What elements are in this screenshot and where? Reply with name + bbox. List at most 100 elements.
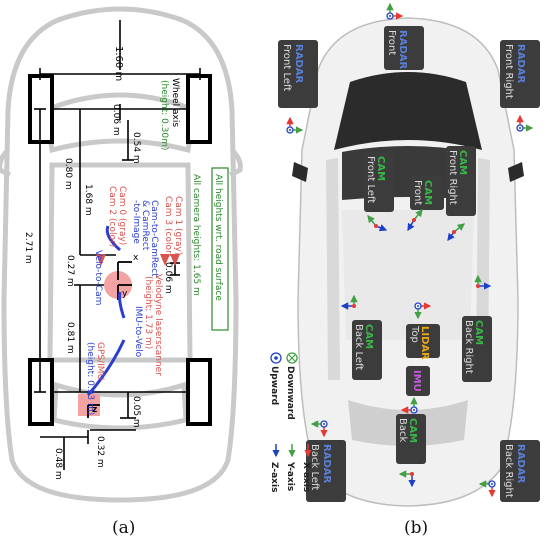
axis-y-label: y — [122, 289, 128, 299]
cam-heights-label: All camera heights: 1.65 m — [191, 174, 201, 296]
frame-cam-back-left — [340, 294, 358, 310]
cam1-label: Cam 1 (gray) — [173, 196, 183, 255]
radar-back-left-sub: Back Left — [309, 444, 320, 490]
panel-b-diagram: RADAR Front RADAR Front Left RADAR Front… — [269, 2, 540, 507]
frame-lidar-top — [414, 302, 432, 320]
gps-imu-label: GPS/IMU — [95, 342, 105, 380]
wheel-front-right — [186, 74, 212, 144]
radar-back-right-sub: Back Right — [503, 444, 514, 498]
legend-upward: Upward — [269, 352, 282, 405]
frame-radar-front-right — [516, 114, 534, 132]
frame-cam-back-right — [474, 274, 492, 290]
legend-y-axis: Y-axis — [285, 444, 296, 491]
dim-0-06: 0.06 m — [111, 104, 121, 136]
sensor-cam-front-right: CAM Front Right — [446, 146, 476, 216]
sensor-radar-front: RADAR Front — [384, 26, 424, 70]
legend-x-axis: X-axis — [301, 444, 312, 492]
cam-front-right-sub: Front Right — [447, 150, 458, 205]
velodyne-label: Velodyne laserscanner — [153, 274, 163, 376]
cam-to-camrect-label: Cam-to-CamRect — [149, 200, 159, 277]
sensor-radar-front-right: RADAR Front Right — [500, 40, 540, 108]
sensor-radar-front-left: RADAR Front Left — [278, 40, 318, 108]
dim-0-80: 0.80 m — [63, 158, 73, 190]
panel-a-diagram: 1.60 m Wheel axis (height: 0.30m) 0.06 m… — [0, 6, 243, 503]
imu-to-velo-label: IMU-to-Velo — [133, 306, 143, 358]
imu-title: IMU — [411, 370, 422, 392]
legend-downward-label: Downward — [285, 366, 295, 420]
cam-front-left-sub: Front Left — [365, 156, 376, 203]
heights-box: All heights wrt. road surface — [211, 167, 229, 331]
frame-cam-back — [398, 470, 416, 488]
axis-z-label: z — [92, 405, 97, 415]
sensor-radar-back-left: RADAR Back Left — [306, 440, 346, 502]
sensor-radar-back-right: RADAR Back Right — [500, 440, 540, 502]
gps-imu-height-label: (height: 0.93 m) — [85, 342, 95, 415]
axis-x-label: x — [133, 253, 139, 263]
legend-downward: Downward — [285, 352, 298, 420]
radar-front-right-title: RADAR — [515, 44, 526, 83]
radar-front-left-sub: Front Left — [281, 44, 292, 91]
legend-z-axis-label: Z-axis — [269, 462, 279, 492]
sensor-cam-front: CAM Front — [410, 176, 444, 210]
radar-front-title: RADAR — [397, 30, 408, 69]
radar-back-right-title: RADAR — [515, 444, 526, 483]
dim-0-06b: 0.06 m — [163, 262, 173, 294]
sensor-cam-back-left: CAM Back Left — [352, 320, 382, 380]
dim-0-27: 0.27 m — [65, 255, 75, 287]
cam-front-sub: Front — [412, 180, 423, 205]
frame-radar-front — [386, 2, 404, 20]
cam-marker-right — [160, 254, 180, 266]
dim-0-81: 0.81 m — [65, 322, 75, 354]
panel-a-label: (a) — [112, 518, 136, 538]
cam-front-left-title: CAM — [375, 156, 386, 181]
dim-0-48: 0.48 m — [53, 448, 63, 480]
sensor-cam-back-right: CAM Back Right — [462, 316, 492, 382]
heights-box-label: All heights wrt. road surface — [213, 174, 223, 301]
velodyne-height-label: (height: 1.73 m) — [143, 276, 153, 349]
frame-radar-back-right — [478, 480, 496, 498]
wheel-axis-label: Wheel axis — [170, 78, 180, 127]
cam0-label: Cam 0 (gray) — [117, 186, 127, 245]
sensor-lidar-top: LIDAR Top — [406, 324, 440, 360]
radar-front-right-sub: Front Right — [503, 44, 514, 99]
wheel-rear-right — [186, 358, 212, 426]
legend-z-axis: Z-axis — [269, 444, 280, 492]
sensor-imu: IMU — [406, 366, 430, 396]
dim-1-68: 1.68 m — [83, 184, 93, 216]
cam-back-right-sub: Back Right — [463, 320, 474, 374]
velo-to-cam-label: Velo-to-Cam — [93, 250, 103, 305]
dim-0-32: 0.32 m — [95, 436, 105, 468]
legend-upward-label: Upward — [269, 366, 279, 405]
wheel-axis-height-label: (height: 0.30m) — [159, 80, 169, 150]
radar-front-left-title: RADAR — [293, 44, 304, 83]
cam-front-right-title: CAM — [457, 150, 468, 175]
legend-y-axis-label: Y-axis — [285, 461, 295, 491]
legend-x-axis-label: X-axis — [301, 462, 311, 492]
to-image-label: -to-Image — [131, 200, 141, 244]
cam-back-right-title: CAM — [473, 320, 484, 345]
dim-top-width: 1.60 m — [113, 46, 124, 81]
frame-cam-front — [407, 209, 423, 232]
lidar-top-title: LIDAR — [419, 326, 430, 360]
lidar-top-sub: Top — [409, 325, 420, 343]
cam2-label: Cam 2 (color) — [107, 186, 117, 247]
frame-radar-front-left — [286, 116, 304, 134]
cam-back-left-sub: Back Left — [353, 324, 364, 370]
cam-back-left-title: CAM — [363, 324, 374, 349]
cam-front-title: CAM — [422, 180, 433, 205]
sensor-cam-front-left: CAM Front Left — [364, 152, 394, 212]
radar-back-left-title: RADAR — [321, 444, 332, 483]
camrect-label: & CamRect — [140, 200, 150, 251]
sensor-cam-back: CAM Back — [396, 414, 426, 464]
frame-imu — [400, 396, 418, 414]
cam3-label: Cam 3 (color) — [163, 196, 173, 257]
cam-back-sub: Back — [397, 418, 408, 442]
legend: Downward Upward X-axis Y-axis Z-axis — [269, 352, 312, 492]
car-body-b — [292, 17, 524, 507]
frame-cam-front-left — [367, 215, 388, 232]
radar-front-sub: Front — [386, 30, 397, 55]
frame-radar-back-left — [310, 420, 328, 438]
panel-b-label: (b) — [404, 518, 429, 538]
dim-0-05: 0.05 m — [131, 396, 141, 428]
dim-2-71: 2.71 m — [23, 232, 33, 264]
